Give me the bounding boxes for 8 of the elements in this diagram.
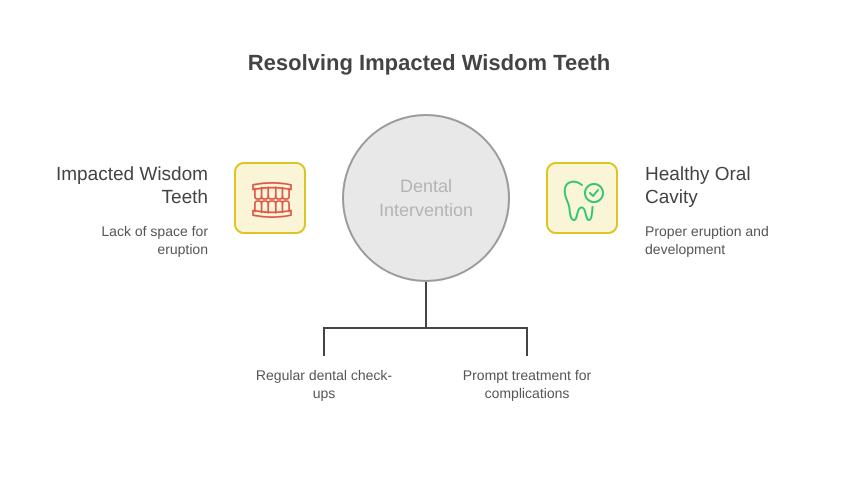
diagram-title: Resolving Impacted Wisdom Teeth — [246, 49, 612, 77]
branch-text: Regular dental check-ups — [254, 366, 394, 402]
node-description: Proper eruption and development — [645, 222, 770, 258]
node-heading: Healthy Oral Cavity — [645, 163, 752, 209]
node-heading: Impacted Wisdom Teeth — [54, 163, 208, 209]
branch-text: Prompt treatment for complications — [462, 366, 592, 402]
connector-line — [425, 282, 528, 356]
node-description: Lack of space for eruption — [100, 222, 208, 258]
